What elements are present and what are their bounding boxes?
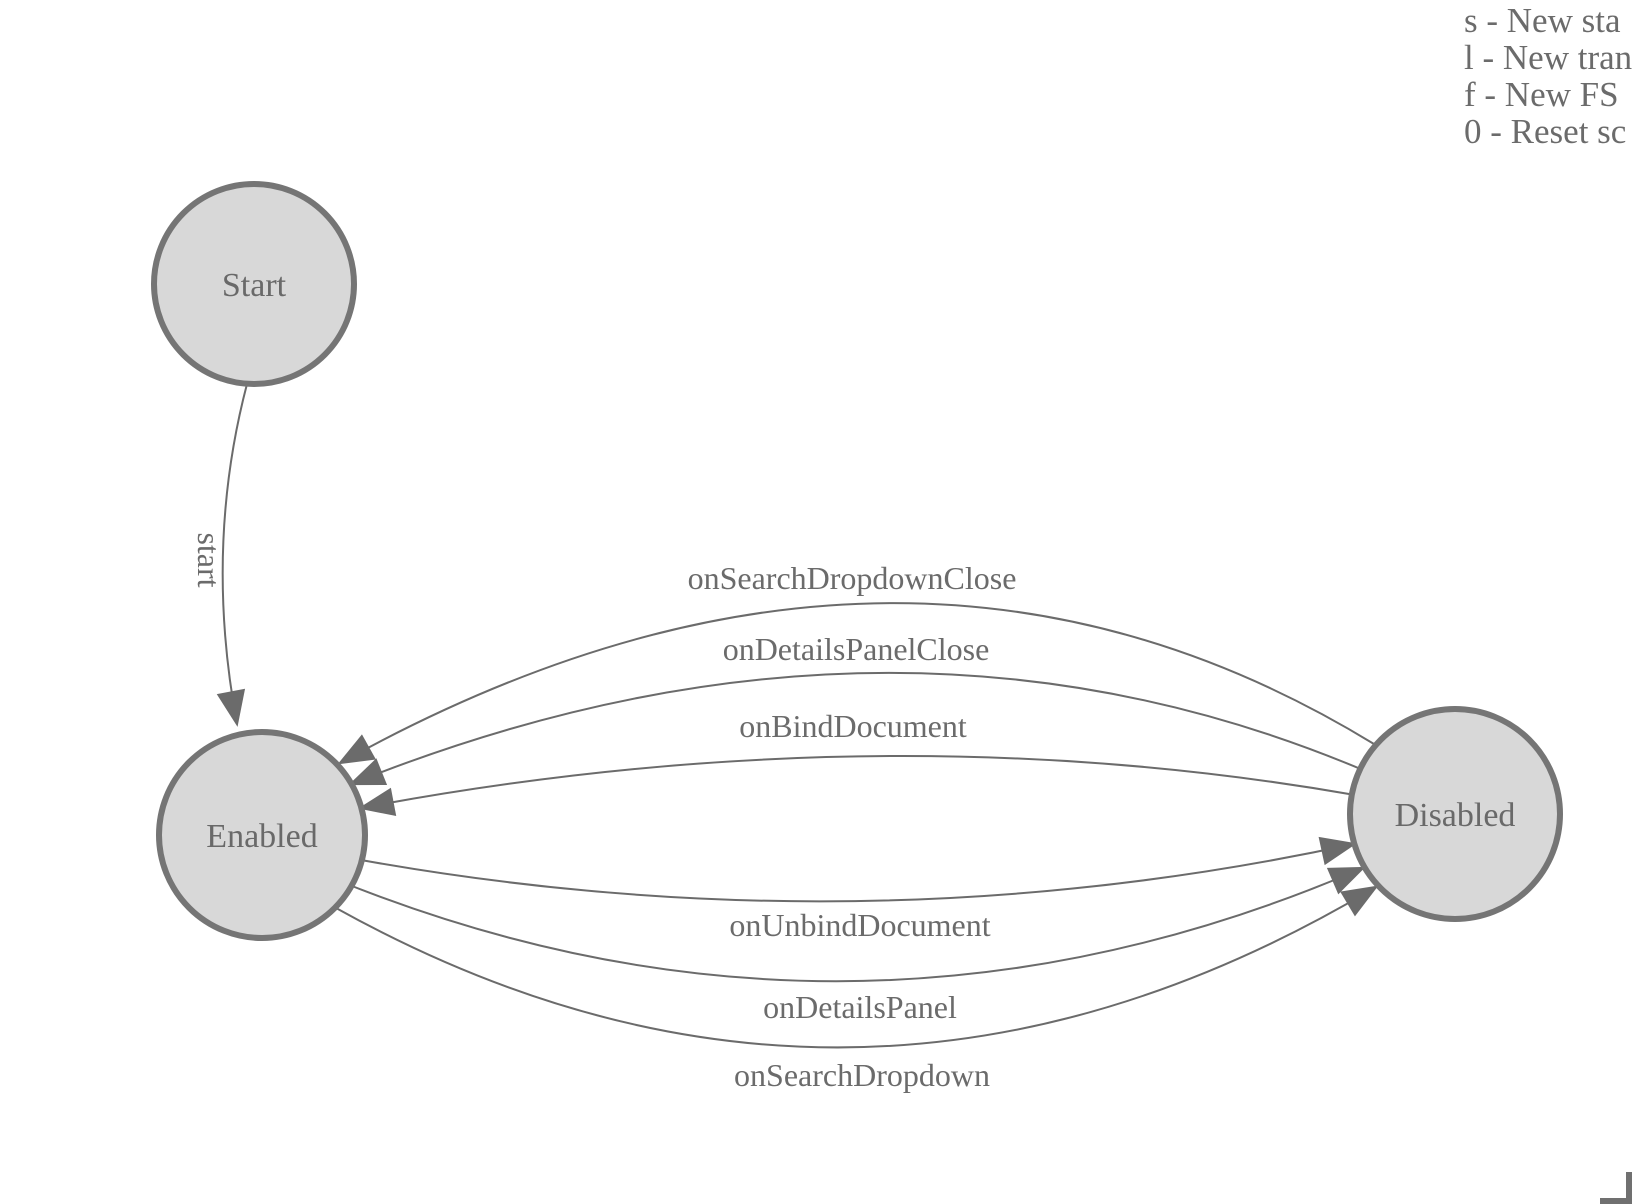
edge-onsearchdropdownclose[interactable] — [337, 602, 1375, 765]
state-label-disabled: Disabled — [1395, 797, 1516, 834]
legend-line-reset: 0 - Reset sc — [1464, 112, 1627, 151]
edge-label-start: start — [191, 532, 227, 587]
edge-label-onbinddocument: onBindDocument — [739, 708, 967, 744]
edge-label-onsearchdropdown: onSearchDropdown — [734, 1057, 990, 1093]
clipped-node-corner — [1600, 1172, 1632, 1204]
legend-line-new-transition: l - New tran — [1464, 38, 1632, 77]
edge-ondetailspanel[interactable] — [351, 866, 1366, 983]
edge-label-ondetailspanelclose: onDetailsPanelClose — [723, 631, 990, 667]
edge-label-onsearchdropdownclose: onSearchDropdownClose — [688, 560, 1017, 596]
edge-start-to-enabled[interactable] — [216, 383, 248, 727]
state-node-start[interactable] — [151, 181, 357, 387]
edge-label-onunbinddocument: onUnbindDocument — [729, 907, 990, 943]
state-node-enabled[interactable] — [156, 729, 368, 941]
edge-onunbinddocument[interactable] — [360, 836, 1357, 903]
edge-label-ondetailspanel: onDetailsPanel — [763, 989, 957, 1025]
legend-line-new-fsm: f - New FS — [1464, 75, 1619, 114]
edge-onsearchdropdown[interactable] — [335, 885, 1379, 1049]
state-label-start: Start — [222, 267, 287, 304]
edge-ondetailspanelclose[interactable] — [348, 671, 1364, 786]
state-node-disabled[interactable] — [1347, 706, 1563, 922]
shortcut-legend: s - New sta l - New tran f - New FS 0 - … — [1464, 2, 1632, 150]
legend-line-new-state: s - New sta — [1464, 1, 1621, 40]
edge-onbinddocument[interactable] — [358, 755, 1356, 817]
state-label-enabled: Enabled — [206, 818, 317, 855]
